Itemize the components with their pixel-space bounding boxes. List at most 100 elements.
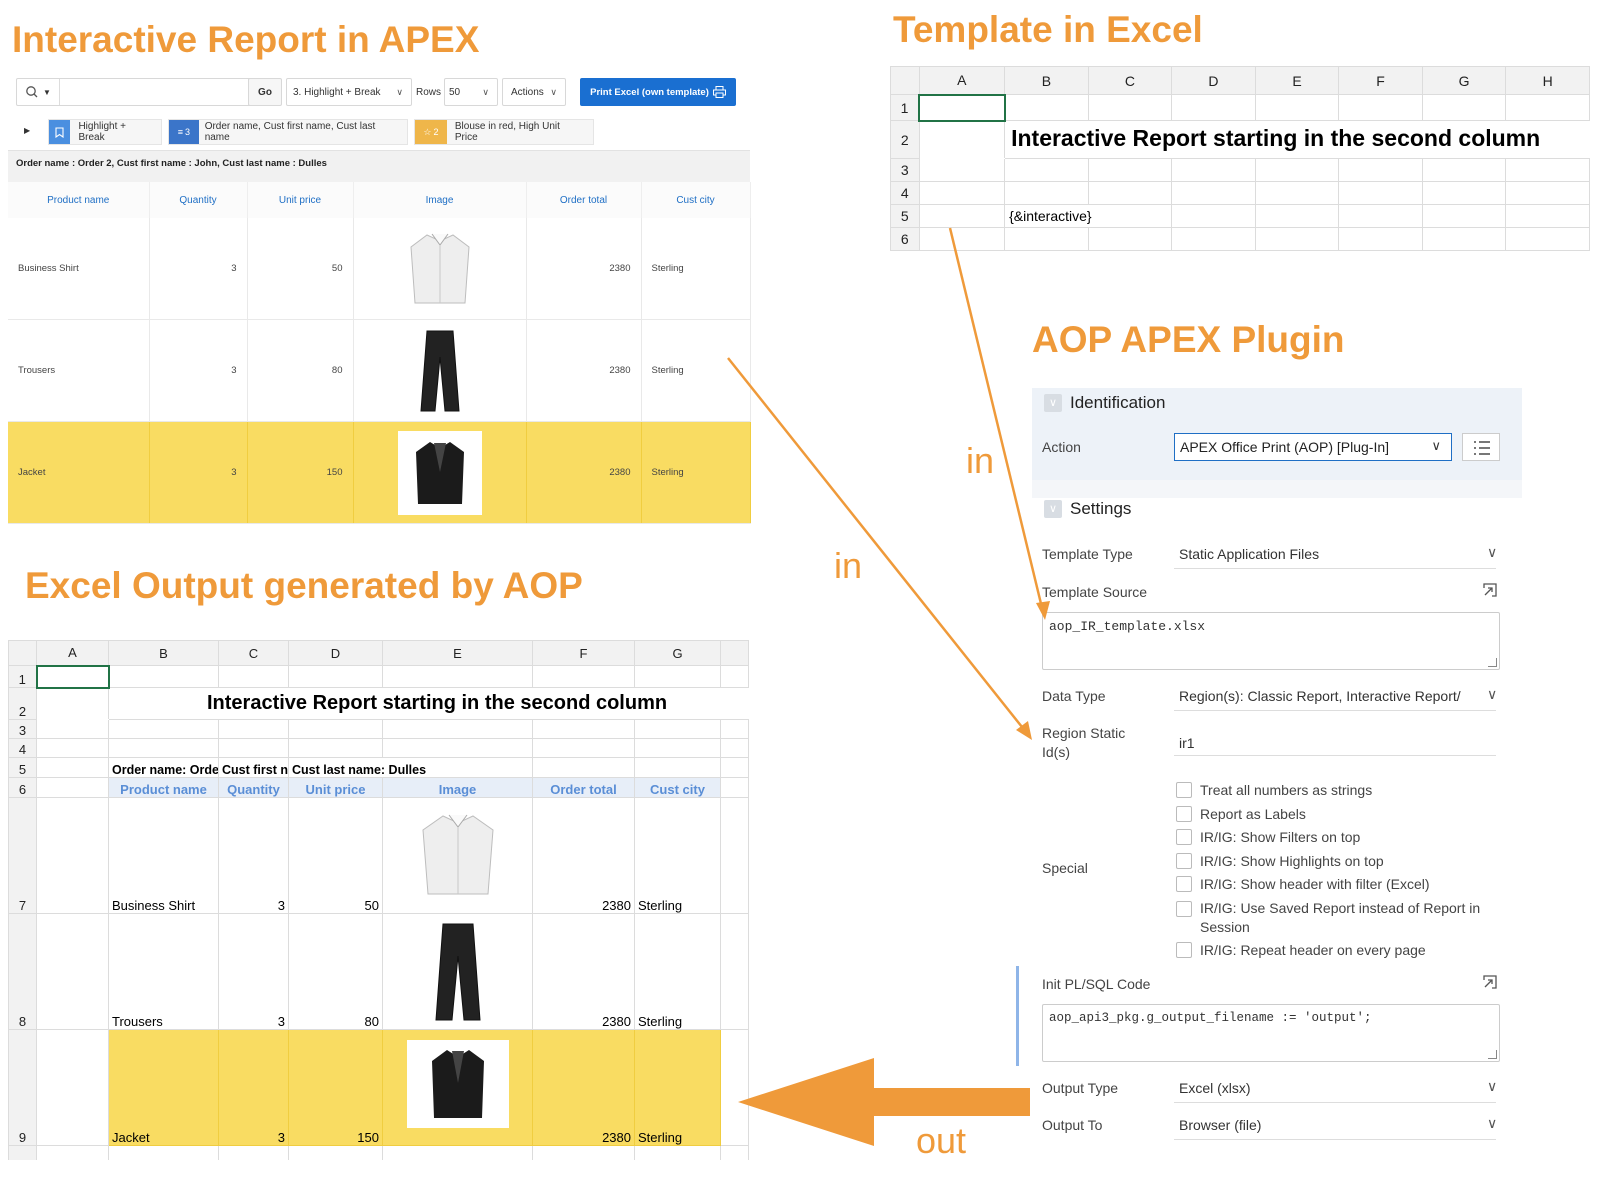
row-header[interactable]: 1 bbox=[890, 94, 920, 121]
template-source-textarea[interactable]: aop_IR_template.xlsx bbox=[1042, 612, 1500, 670]
column-header[interactable]: F bbox=[1338, 66, 1423, 95]
column-header[interactable]: G bbox=[1421, 66, 1507, 95]
column-header[interactable]: G bbox=[634, 640, 721, 666]
action-select[interactable]: APEX Office Print (AOP) [Plug-In] ∨ bbox=[1174, 433, 1452, 461]
option-show-filters-on-top[interactable]: IR/IG: Show Filters on top bbox=[1176, 826, 1506, 850]
row-header[interactable]: 7 bbox=[8, 797, 37, 914]
output-cell-order-total[interactable]: 2380 bbox=[532, 797, 635, 914]
expand-toggle-icon[interactable]: ▶ bbox=[24, 126, 31, 135]
init-plsql-textarea[interactable]: aop_api3_pkg.g_output_filename := 'outpu… bbox=[1042, 1004, 1500, 1062]
output-cell-image[interactable] bbox=[382, 1029, 533, 1146]
facet-highlight[interactable]: ☆2 Blouse in red, High Unit Price bbox=[414, 119, 594, 145]
row-header[interactable]: 1 bbox=[8, 665, 37, 688]
checkbox[interactable] bbox=[1176, 805, 1192, 822]
search-field[interactable]: ▼ bbox=[16, 78, 254, 106]
output-column-header[interactable]: Unit price bbox=[288, 777, 383, 798]
column-header-image[interactable]: Image bbox=[353, 182, 527, 218]
region-static-id-input[interactable]: ir1 bbox=[1179, 735, 1195, 751]
output-cell-image[interactable] bbox=[382, 797, 533, 914]
column-header[interactable]: E bbox=[382, 640, 533, 666]
interactive-tag-cell[interactable]: {&interactive} bbox=[1004, 204, 1173, 228]
output-cell-order-total[interactable]: 2380 bbox=[532, 1029, 635, 1146]
option-show-header-with-filter[interactable]: IR/IG: Show header with filter (Excel) bbox=[1176, 873, 1506, 897]
output-cell-product[interactable]: Business Shirt bbox=[108, 797, 219, 914]
saved-report-select[interactable]: 3. Highlight + Break∨ bbox=[286, 78, 412, 106]
column-header[interactable]: C bbox=[218, 640, 289, 666]
selected-cell[interactable] bbox=[918, 93, 1006, 122]
row-header[interactable]: 6 bbox=[890, 227, 920, 251]
search-input[interactable] bbox=[58, 79, 253, 105]
column-header[interactable]: C bbox=[1087, 66, 1173, 95]
output-to-select[interactable]: Browser (file) bbox=[1179, 1117, 1262, 1133]
actions-menu-button[interactable]: Actions∨ bbox=[502, 78, 566, 106]
checkbox[interactable] bbox=[1176, 782, 1192, 798]
row-header[interactable]: 4 bbox=[890, 181, 920, 205]
chevron-down-icon[interactable]: ▼ bbox=[43, 87, 51, 97]
column-header-cust-city[interactable]: Cust city bbox=[641, 182, 751, 218]
output-type-select[interactable]: Excel (xlsx) bbox=[1179, 1080, 1251, 1096]
output-column-header[interactable]: Cust city bbox=[634, 777, 721, 798]
facet-saved-report[interactable]: Highlight + Break bbox=[48, 119, 162, 145]
output-cell-unit-price[interactable]: 50 bbox=[288, 797, 383, 914]
row-header[interactable]: 4 bbox=[8, 738, 37, 758]
option-report-as-labels[interactable]: Report as Labels bbox=[1176, 803, 1506, 827]
output-cell-unit-price[interactable]: 80 bbox=[288, 913, 383, 1030]
facet-control-break[interactable]: ≡3 Order name, Cust first name, Cust las… bbox=[168, 119, 408, 145]
chevron-down-icon[interactable]: ∨ bbox=[1487, 1115, 1498, 1131]
column-header[interactable]: B bbox=[108, 640, 219, 666]
row-header[interactable]: 3 bbox=[8, 719, 37, 739]
checkbox[interactable] bbox=[1176, 852, 1192, 869]
option-numbers-as-strings[interactable]: Treat all numbers as strings bbox=[1176, 779, 1506, 803]
option-show-highlights-on-top[interactable]: IR/IG: Show Highlights on top bbox=[1176, 850, 1506, 874]
output-column-header[interactable]: Quantity bbox=[218, 777, 289, 798]
column-header-quantity[interactable]: Quantity bbox=[149, 182, 248, 218]
popup-editor-icon[interactable] bbox=[1482, 582, 1498, 603]
row-header[interactable]: 8 bbox=[8, 913, 37, 1030]
collapse-toggle-icon[interactable]: ∨ bbox=[1044, 394, 1062, 412]
column-header[interactable]: D bbox=[288, 640, 383, 666]
checkbox[interactable] bbox=[1176, 941, 1192, 958]
column-header[interactable]: H bbox=[1505, 66, 1590, 95]
output-cell-cust-city[interactable]: Sterling bbox=[634, 1029, 721, 1146]
rows-select[interactable]: 50∨ bbox=[444, 78, 498, 106]
row-header[interactable]: 2 bbox=[890, 120, 920, 159]
chevron-down-icon[interactable]: ∨ bbox=[1487, 544, 1498, 560]
column-header-product-name[interactable]: Product name bbox=[8, 182, 150, 218]
output-cell-product[interactable]: Trousers bbox=[108, 913, 219, 1030]
column-header-order-total[interactable]: Order total bbox=[526, 182, 642, 218]
print-excel-button[interactable]: Print Excel (own template) bbox=[580, 78, 736, 106]
row-header[interactable]: 9 bbox=[8, 1029, 37, 1146]
collapse-toggle-icon[interactable]: ∨ bbox=[1044, 500, 1062, 518]
column-header-unit-price[interactable]: Unit price bbox=[247, 182, 354, 218]
option-repeat-header[interactable]: IR/IG: Repeat header on every page bbox=[1176, 939, 1506, 963]
row-header[interactable]: 3 bbox=[890, 158, 920, 182]
output-cell-quantity[interactable]: 3 bbox=[218, 1029, 289, 1146]
data-type-select[interactable]: Region(s): Classic Report, Interactive R… bbox=[1179, 688, 1461, 704]
output-cell-unit-price[interactable]: 150 bbox=[288, 1029, 383, 1146]
popup-editor-icon[interactable] bbox=[1482, 974, 1498, 995]
checkbox[interactable] bbox=[1176, 829, 1192, 845]
output-cell-order-total[interactable]: 2380 bbox=[532, 913, 635, 1030]
list-view-button[interactable] bbox=[1462, 433, 1500, 461]
checkbox[interactable] bbox=[1176, 900, 1192, 917]
row-header[interactable]: 2 bbox=[8, 687, 37, 720]
output-cell-cust-city[interactable]: Sterling bbox=[634, 797, 721, 914]
column-header[interactable]: D bbox=[1171, 66, 1256, 95]
checkbox[interactable] bbox=[1176, 876, 1192, 892]
template-type-select[interactable]: Static Application Files bbox=[1179, 546, 1320, 562]
break-cell[interactable]: Cust last name: Dulles bbox=[288, 757, 533, 778]
selected-cell[interactable] bbox=[35, 664, 110, 689]
go-button[interactable]: Go bbox=[248, 78, 282, 106]
column-header[interactable]: E bbox=[1254, 66, 1340, 95]
column-header[interactable]: F bbox=[532, 640, 635, 666]
chevron-down-icon[interactable]: ∨ bbox=[1487, 1078, 1498, 1094]
chevron-down-icon[interactable]: ∨ bbox=[1487, 686, 1498, 702]
output-cell-cust-city[interactable]: Sterling bbox=[634, 913, 721, 1030]
search-icon[interactable]: ▼ bbox=[25, 85, 51, 99]
output-cell-quantity[interactable]: 3 bbox=[218, 913, 289, 1030]
aop-plugin-panel: ∨ Identification Action APEX Office Prin… bbox=[1016, 388, 1522, 1178]
option-use-saved-report[interactable]: IR/IG: Use Saved Report instead of Repor… bbox=[1176, 899, 1506, 937]
output-cell-product[interactable]: Jacket bbox=[108, 1029, 219, 1146]
column-header[interactable]: A bbox=[918, 66, 1006, 96]
output-cell-quantity[interactable]: 3 bbox=[218, 797, 289, 914]
